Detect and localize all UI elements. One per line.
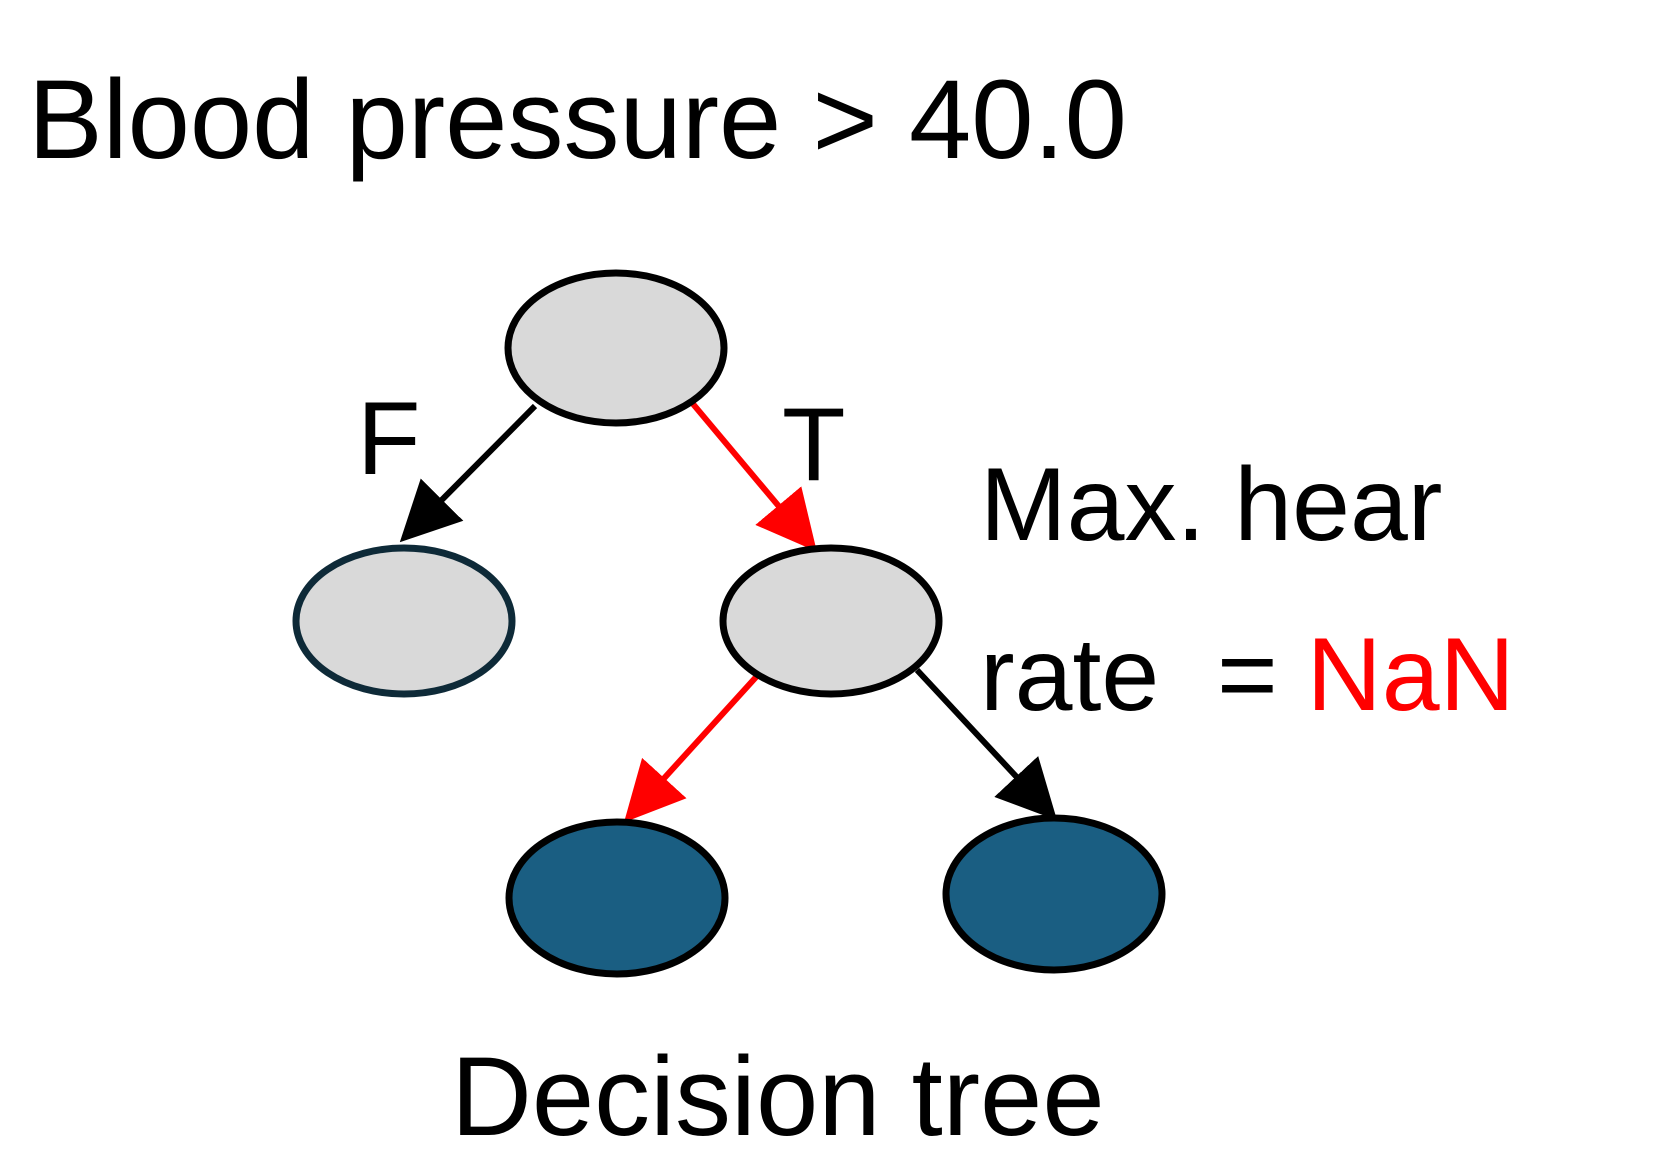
edge-split-to-left-leaf	[623, 673, 760, 823]
false-branch-node	[292, 544, 516, 698]
right-leaf-node	[942, 814, 1166, 974]
split-condition-line2: rate = NaN	[980, 617, 1515, 733]
edge-split-to-right-leaf	[914, 667, 1058, 821]
diagram-caption: Decision tree	[451, 1034, 1105, 1159]
root-condition-label: Blood pressure > 40.0	[28, 57, 1127, 182]
edge-root-to-false	[399, 403, 538, 543]
edge-root-to-true	[685, 396, 817, 552]
root-node	[504, 269, 728, 427]
split-condition-line1: Max. hear	[980, 447, 1442, 563]
branch-true-label: T	[782, 387, 846, 503]
split-node	[719, 544, 943, 698]
split-condition-prefix: rate =	[980, 617, 1307, 733]
nan-value: NaN	[1307, 617, 1515, 733]
left-leaf-node	[505, 818, 729, 978]
branch-false-label: F	[357, 381, 421, 497]
